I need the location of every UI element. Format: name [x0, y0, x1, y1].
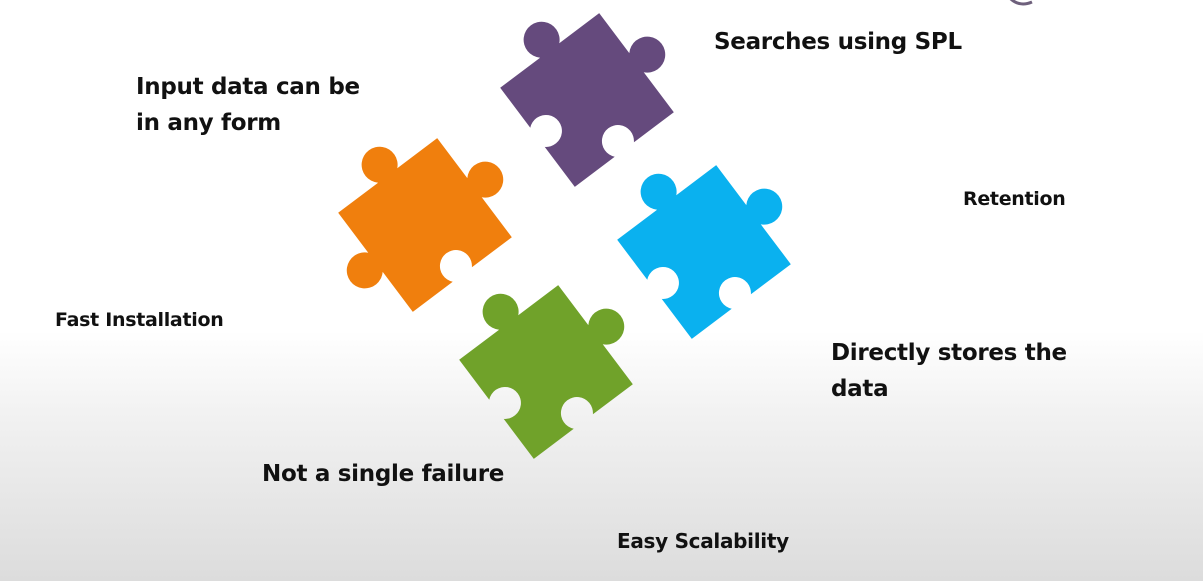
- label-directly-stores: Directly stores the data: [831, 336, 1067, 407]
- label-fast-installation: Fast Installation: [55, 309, 224, 331]
- label-not-single-failure: Not a single failure: [262, 461, 505, 487]
- decorative-arc: [1009, 0, 1033, 6]
- label-input-data-line2: in any form: [136, 109, 281, 136]
- puzzle-piece-blue: [617, 165, 791, 339]
- label-easy-scalability: Easy Scalability: [617, 529, 789, 553]
- label-retention: Retention: [963, 188, 1066, 210]
- label-directly-stores-line1: Directly stores the: [831, 340, 1067, 366]
- label-input-data-line1: Input data can be: [136, 74, 360, 100]
- label-searches-using-spl: Searches using SPL: [714, 29, 962, 55]
- label-directly-stores-line2: data: [831, 375, 889, 402]
- label-input-data: Input data can be in any form: [136, 70, 360, 141]
- puzzle-piece-orange: [338, 138, 512, 312]
- puzzle-piece-purple: [500, 13, 674, 187]
- puzzle-piece-green: [459, 285, 633, 459]
